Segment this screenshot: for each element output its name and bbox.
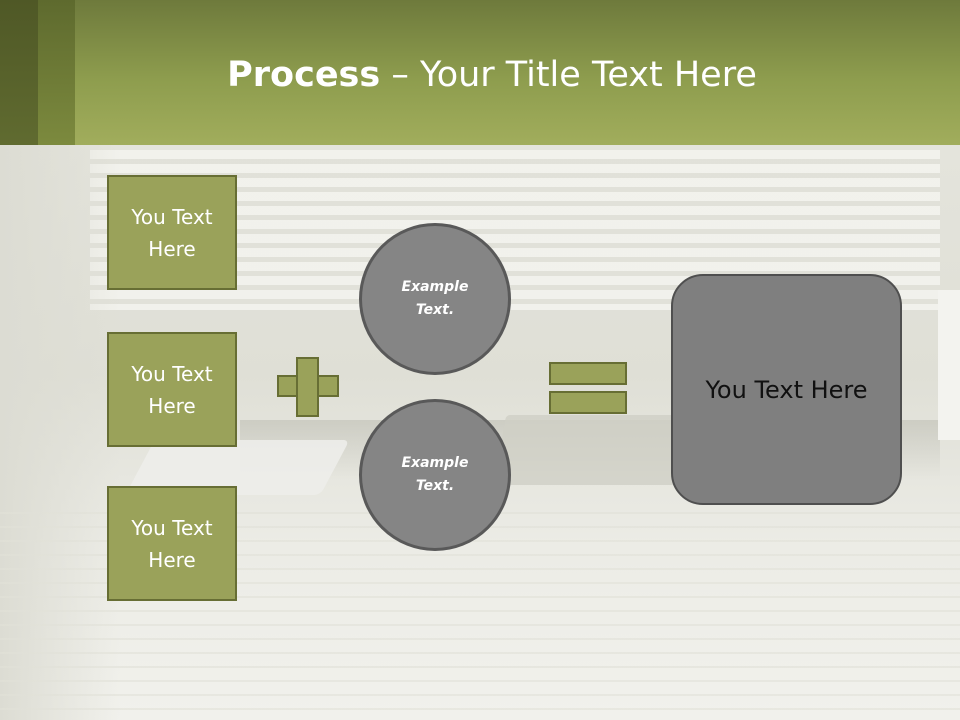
input-box-2[interactable]: You Text Here (107, 332, 237, 447)
header-accent-dark (0, 0, 38, 145)
result-box[interactable]: You Text Here (671, 274, 902, 505)
title-bold: Process (227, 55, 381, 95)
input-box-label: You Text Here (131, 361, 213, 418)
circle-label: Example Text. (401, 279, 469, 318)
example-circle-1[interactable]: Example Text. (359, 223, 511, 375)
header-accent-mid (38, 0, 75, 145)
notebook-background (493, 415, 697, 485)
input-box-label: You Text Here (131, 204, 213, 261)
title-rest: – Your Title Text Here (380, 55, 757, 95)
input-box-3[interactable]: You Text Here (107, 486, 237, 601)
input-box-label: You Text Here (131, 515, 213, 572)
example-circle-2[interactable]: Example Text. (359, 399, 511, 551)
circle-label: Example Text. (401, 455, 469, 494)
title-band: Process – Your Title Text Here (0, 0, 960, 145)
plus-center (298, 377, 317, 395)
result-label: You Text Here (705, 375, 868, 404)
input-box-1[interactable]: You Text Here (107, 175, 237, 290)
slide-title[interactable]: Process – Your Title Text Here (0, 52, 960, 98)
vase-background (938, 290, 960, 440)
equals-bottom-bar (549, 391, 627, 414)
equals-top-bar (549, 362, 627, 385)
